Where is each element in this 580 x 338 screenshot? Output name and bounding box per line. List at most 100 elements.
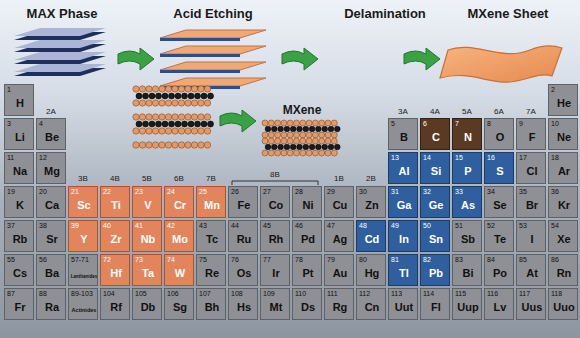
element-symbol: Ca bbox=[45, 199, 59, 212]
element-symbol: W bbox=[175, 267, 185, 280]
element-symbol: Mg bbox=[44, 165, 60, 178]
group-label: 1B bbox=[334, 174, 344, 184]
atomic-number: 82 bbox=[423, 256, 431, 264]
atomic-number: 12 bbox=[39, 154, 47, 162]
step-label: Acid Etching bbox=[173, 6, 252, 21]
atomic-number: 55 bbox=[7, 256, 15, 264]
element-cell: 112Cn bbox=[356, 288, 386, 320]
element-cell: 76Os bbox=[228, 254, 258, 286]
element-cell: 38Sr bbox=[36, 220, 66, 252]
atomic-number: 54 bbox=[551, 222, 559, 230]
element-symbol: Actinides bbox=[72, 304, 97, 317]
element-symbol: N bbox=[464, 131, 472, 144]
element-cell: 39Y bbox=[68, 220, 98, 252]
element-symbol: Ge bbox=[429, 199, 444, 212]
element-cell: 111Rg bbox=[324, 288, 354, 320]
element-symbol: As bbox=[461, 199, 475, 212]
atomic-number: 114 bbox=[423, 290, 434, 298]
etched-stack bbox=[160, 30, 266, 89]
atomic-number: 57-71 bbox=[71, 256, 89, 264]
element-cell: 73Ta bbox=[132, 254, 162, 286]
atomic-number: 48 bbox=[359, 222, 367, 230]
element-symbol: Ds bbox=[301, 301, 315, 314]
element-symbol: Sb bbox=[461, 233, 475, 246]
element-symbol: Ir bbox=[272, 267, 279, 280]
group-label: 5B bbox=[142, 174, 152, 184]
atomic-number: 42 bbox=[167, 222, 175, 230]
element-cell: 8O bbox=[484, 118, 514, 150]
atomic-number: 77 bbox=[263, 256, 271, 264]
element-symbol: Li bbox=[15, 131, 25, 144]
step-label: MXene bbox=[283, 103, 322, 117]
element-cell: 12Mg bbox=[36, 152, 66, 184]
atomic-number: 80 bbox=[359, 256, 367, 264]
atomic-number: 44 bbox=[231, 222, 239, 230]
atomic-number: 5 bbox=[391, 120, 395, 128]
element-cell: 84Po bbox=[484, 254, 514, 286]
element-cell: 25Mn bbox=[196, 186, 226, 218]
element-symbol: Tl bbox=[399, 267, 409, 280]
atomic-number: 88 bbox=[39, 290, 47, 298]
element-cell: 54Xe bbox=[548, 220, 578, 252]
element-symbol: Kr bbox=[558, 199, 570, 212]
step-label: Delamination bbox=[344, 6, 426, 21]
element-symbol: Rn bbox=[557, 267, 572, 280]
atomic-number: 13 bbox=[391, 154, 399, 162]
element-cell: 42Mo bbox=[164, 220, 194, 252]
atomic-number: 81 bbox=[391, 256, 399, 264]
group-label: 3B bbox=[78, 174, 88, 184]
atomic-number: 18 bbox=[551, 154, 559, 162]
atomic-number: 7 bbox=[455, 120, 459, 128]
group-label: 7B bbox=[206, 174, 216, 184]
atomic-number: 73 bbox=[135, 256, 143, 264]
group-label: 5A bbox=[462, 107, 472, 117]
element-cell: 23V bbox=[132, 186, 162, 218]
atomic-number: 25 bbox=[199, 188, 207, 196]
element-cell: 78Pt bbox=[292, 254, 322, 286]
group-label: 3A bbox=[398, 107, 408, 117]
atomic-number: 76 bbox=[231, 256, 239, 264]
element-symbol: Co bbox=[269, 199, 284, 212]
element-cell: 83Bi bbox=[452, 254, 482, 286]
element-cell: 19K bbox=[4, 186, 34, 218]
element-symbol: Mt bbox=[270, 301, 283, 314]
element-symbol: Os bbox=[237, 267, 252, 280]
element-cell: 47Ag bbox=[324, 220, 354, 252]
element-symbol: Db bbox=[141, 301, 156, 314]
element-cell: 118Uuo bbox=[548, 288, 578, 320]
element-cell: 3Li bbox=[4, 118, 34, 150]
atomic-number: 50 bbox=[423, 222, 431, 230]
atomic-number: 116 bbox=[487, 290, 498, 298]
element-symbol: Ru bbox=[237, 233, 252, 246]
element-cell: 55Cs bbox=[4, 254, 34, 286]
element-cell: 104Rf bbox=[100, 288, 130, 320]
element-symbol: Ba bbox=[45, 267, 59, 280]
element-symbol: C bbox=[432, 131, 440, 144]
element-symbol: P bbox=[464, 165, 471, 178]
element-cell: 1H bbox=[4, 84, 34, 116]
element-cell: 32Ge bbox=[420, 186, 450, 218]
atomic-number: 4 bbox=[39, 120, 43, 128]
element-cell: 109Mt bbox=[260, 288, 290, 320]
element-cell: 114Fl bbox=[420, 288, 450, 320]
element-symbol: Ne bbox=[557, 131, 571, 144]
group-label: 2B bbox=[366, 174, 376, 184]
atomic-number: 27 bbox=[263, 188, 271, 196]
element-cell: 44Ru bbox=[228, 220, 258, 252]
atomic-number: 108 bbox=[231, 290, 243, 298]
atomic-number: 56 bbox=[39, 256, 47, 264]
atomic-number: 39 bbox=[71, 222, 79, 230]
element-symbol: Hg bbox=[365, 267, 380, 280]
group-label: 4B bbox=[110, 174, 120, 184]
element-symbol: Cn bbox=[365, 301, 380, 314]
atomic-number: 10 bbox=[551, 120, 559, 128]
atomic-number: 8 bbox=[487, 120, 491, 128]
element-symbol: F bbox=[529, 131, 536, 144]
atomic-number: 106 bbox=[167, 290, 179, 298]
element-cell: 31Ga bbox=[388, 186, 418, 218]
element-symbol: Rf bbox=[110, 301, 122, 314]
element-cell: 50Sn bbox=[420, 220, 450, 252]
element-symbol: Te bbox=[494, 233, 506, 246]
atomic-number: 28 bbox=[295, 188, 303, 196]
atomic-number: 79 bbox=[327, 256, 335, 264]
